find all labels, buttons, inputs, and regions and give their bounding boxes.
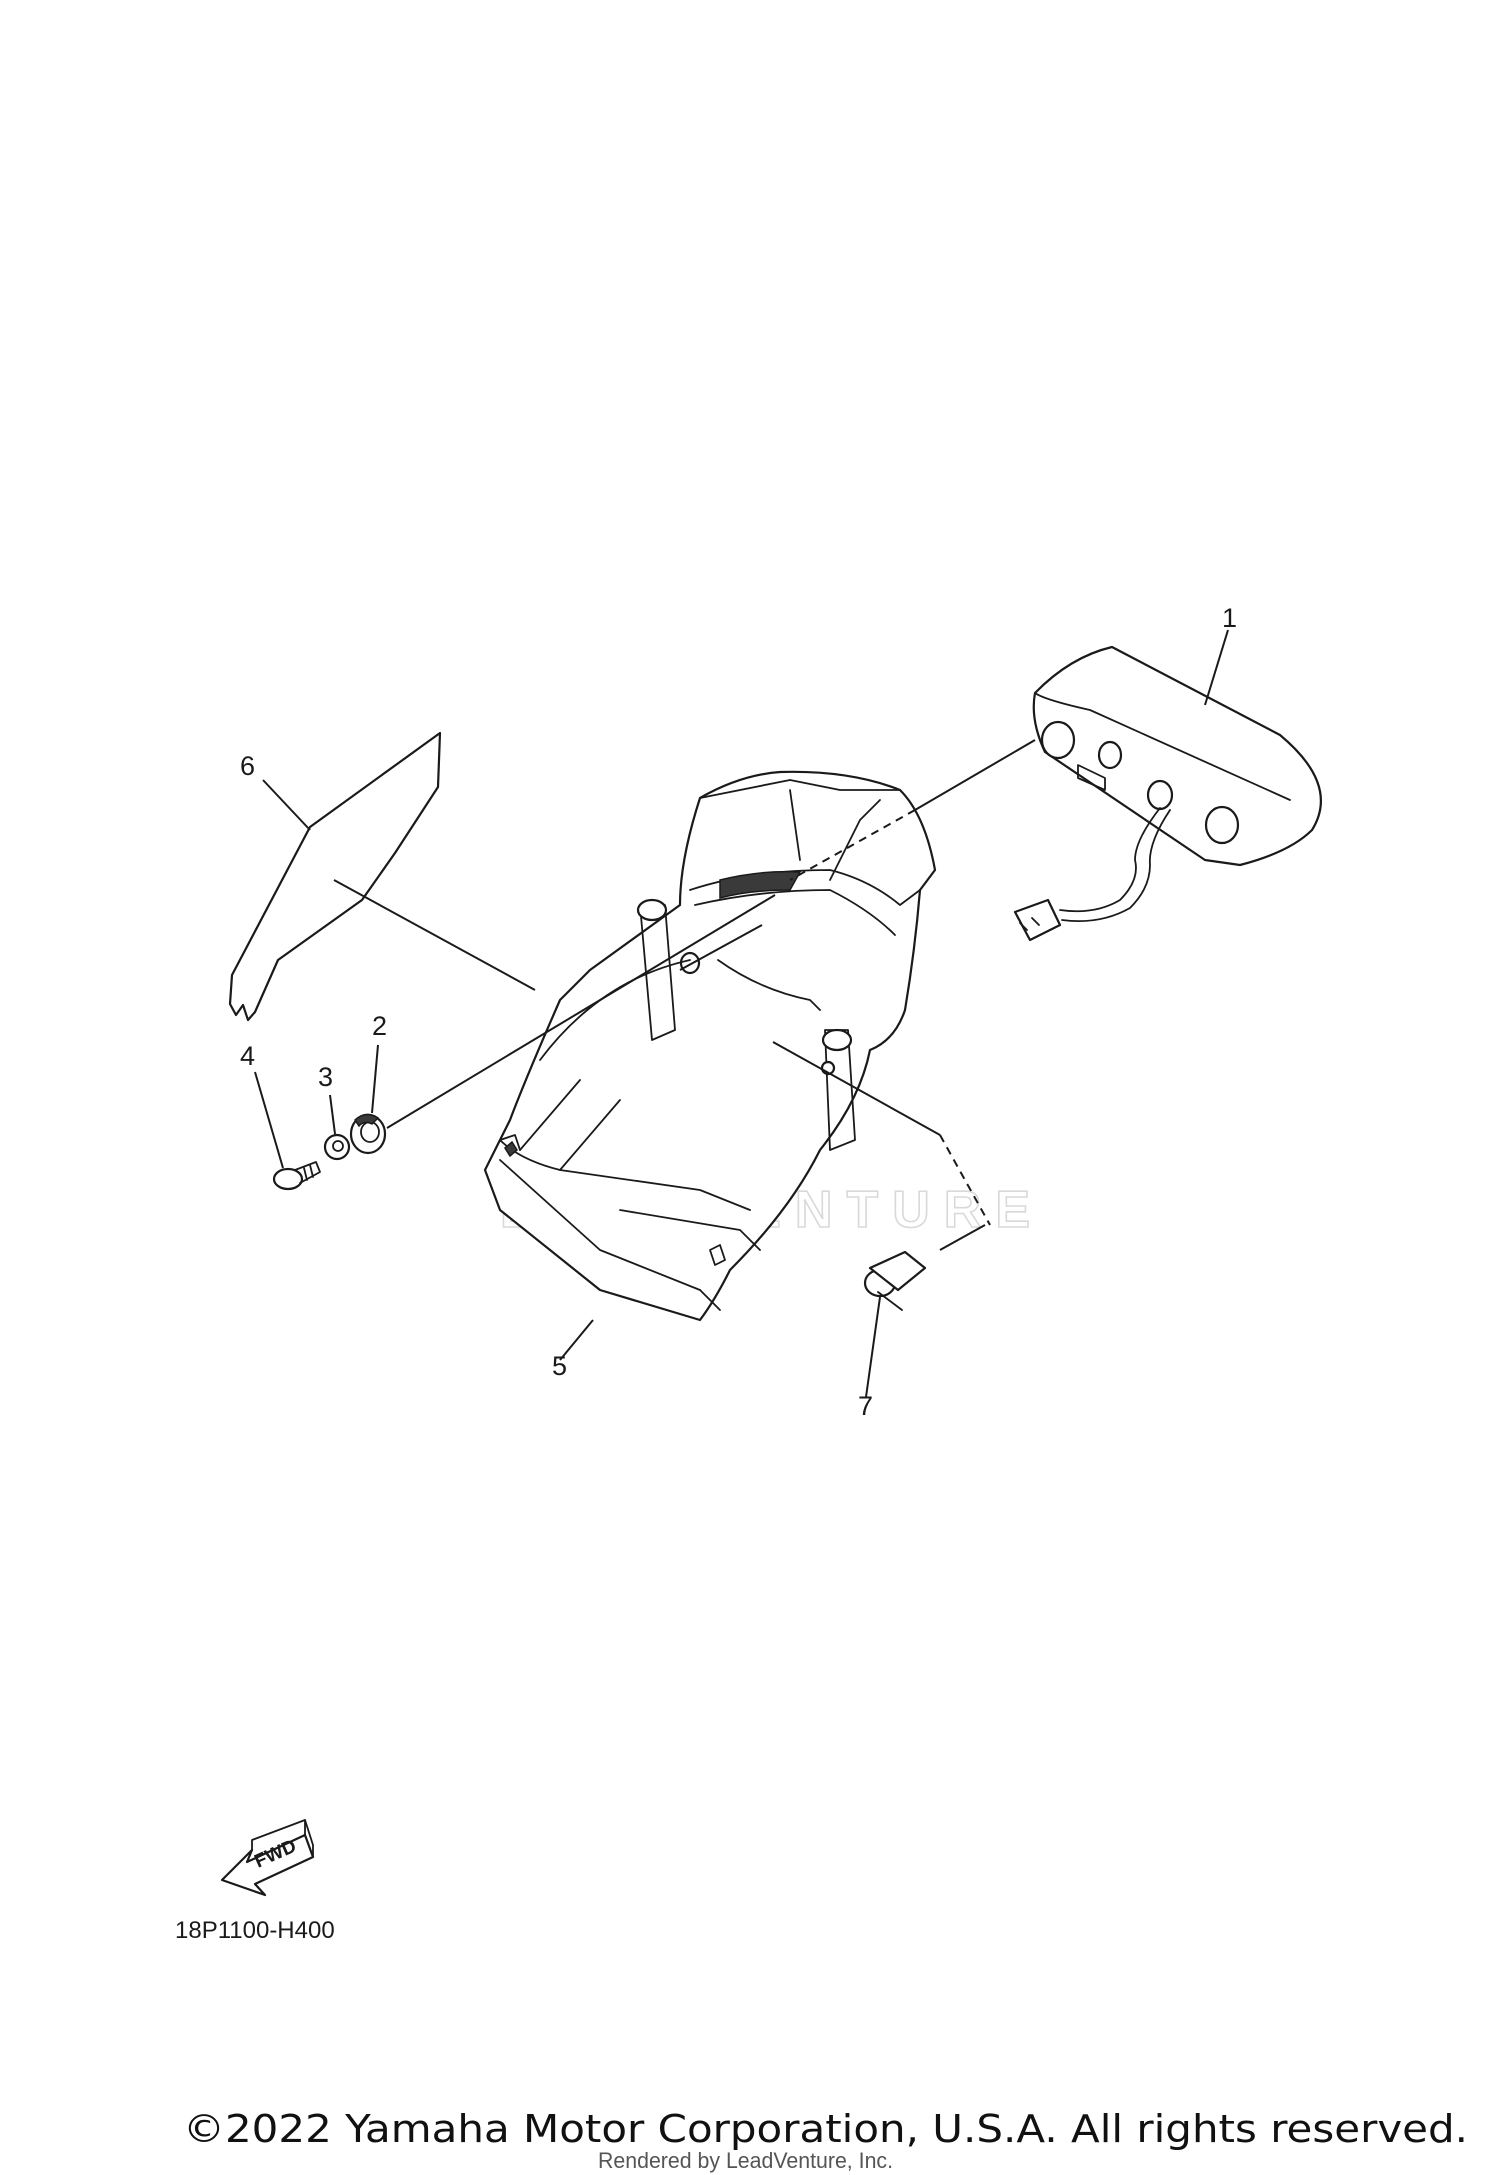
part-1-tail-light-assembly bbox=[1013, 645, 1322, 942]
assembly-line-grommet-inner bbox=[679, 924, 763, 971]
part-7-clamp bbox=[863, 1250, 927, 1311]
assembly-line-grommet bbox=[386, 894, 776, 1129]
assembly-line-light bbox=[914, 739, 1036, 811]
callout-1: 1 bbox=[1222, 603, 1237, 633]
part-3-collar bbox=[323, 1133, 351, 1161]
leader-4 bbox=[254, 1071, 284, 1169]
part-2-grommet bbox=[349, 1113, 387, 1155]
assembly-line-clamp-hidden bbox=[939, 1134, 991, 1226]
callout-numbers: 1 2 3 4 5 6 7 bbox=[240, 603, 1237, 1421]
leader-3 bbox=[329, 1094, 336, 1135]
assembly-line-sheet bbox=[333, 879, 536, 991]
leader-7 bbox=[865, 1296, 881, 1398]
copyright-notice: ©2022 Yamaha Motor Corporation, U.S.A. A… bbox=[183, 2107, 1468, 2151]
assembly-line-clamp-upper bbox=[772, 1041, 941, 1136]
callout-3: 3 bbox=[318, 1062, 333, 1092]
leader-lines bbox=[254, 629, 1229, 1398]
callout-2: 2 bbox=[372, 1011, 387, 1041]
callout-5: 5 bbox=[552, 1351, 567, 1381]
part-6-protective-sheet bbox=[228, 731, 442, 1022]
callout-6: 6 bbox=[240, 751, 255, 781]
leader-6 bbox=[262, 779, 311, 831]
assembly-line-clamp bbox=[939, 1224, 986, 1251]
leader-2 bbox=[371, 1044, 379, 1114]
part-4-screw bbox=[272, 1161, 321, 1191]
diagram-code: 18P1100-H400 bbox=[175, 1917, 335, 1944]
part-5-rear-fender bbox=[483, 770, 937, 1322]
callout-4: 4 bbox=[240, 1041, 255, 1071]
forward-direction-badge: FWD bbox=[220, 1819, 315, 1897]
leader-1 bbox=[1204, 629, 1229, 706]
callout-7: 7 bbox=[858, 1391, 873, 1421]
rendered-by-notice: Rendered by LeadVenture, Inc. bbox=[598, 2148, 893, 2173]
assembly-line-light-hidden bbox=[789, 809, 916, 881]
leader-5 bbox=[559, 1319, 594, 1361]
